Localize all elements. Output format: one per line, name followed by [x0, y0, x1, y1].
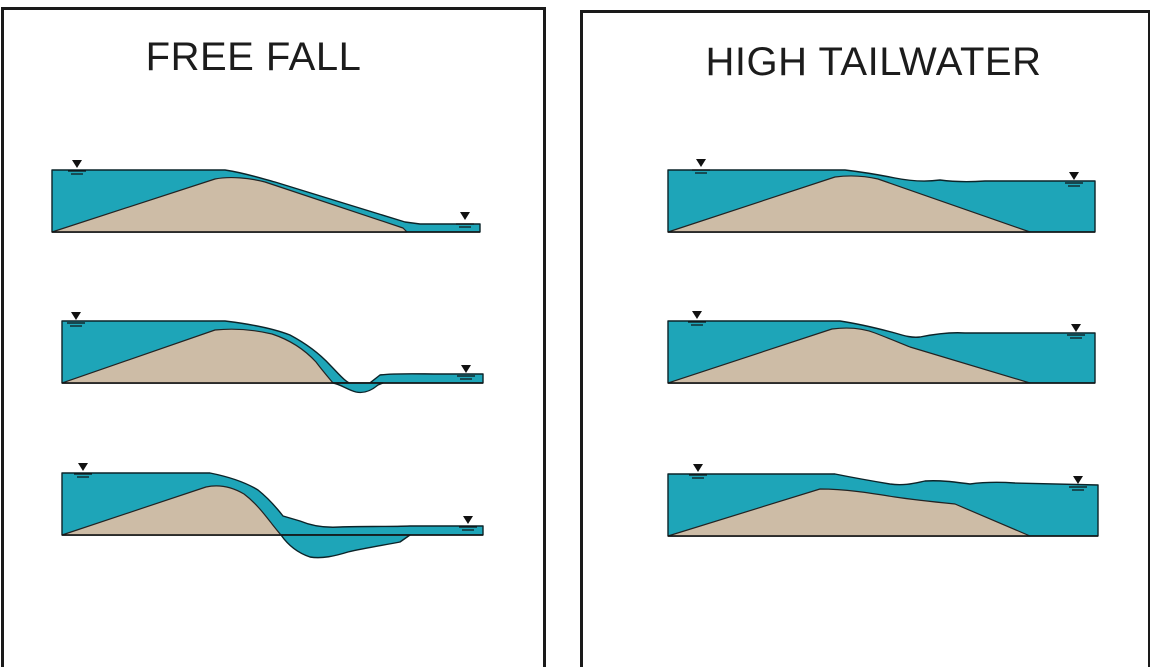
embankment: [667, 488, 1031, 537]
high-tailwater-title: HIGH TAILWATER: [705, 40, 1042, 84]
water-surface-marker-icon: [456, 212, 474, 228]
high-tailwater-stage-2: [667, 311, 1096, 384]
water-surface-marker-icon: [459, 516, 477, 531]
water-surface-marker-icon: [457, 365, 475, 380]
scour-pool: [332, 382, 384, 394]
water-surface-marker-icon: [692, 159, 710, 174]
embankment: [51, 176, 408, 233]
water-surface-marker-icon: [688, 311, 706, 326]
embankment: [667, 175, 1031, 233]
water-surface-marker-icon: [67, 312, 85, 327]
high-tailwater-stage-1: [667, 159, 1096, 233]
water-surface-marker-icon: [1069, 476, 1087, 491]
embankment: [61, 485, 282, 536]
water-surface-marker-icon: [68, 160, 86, 175]
water-surface-marker-icon: [1067, 324, 1085, 339]
embankment: [667, 327, 1031, 384]
free-fall-title: FREE FALL: [145, 35, 362, 79]
embankment: [61, 328, 334, 384]
free-fall-stage-2: [61, 312, 484, 394]
scour-pool: [280, 534, 411, 559]
free-fall-stage-1: [51, 160, 481, 233]
high-tailwater-stage-3: [667, 464, 1099, 537]
water-surface-marker-icon: [689, 464, 707, 479]
water-surface-marker-icon: [74, 463, 92, 478]
free-fall-stage-3: [61, 463, 484, 559]
water-surface-marker-icon: [1065, 172, 1083, 187]
